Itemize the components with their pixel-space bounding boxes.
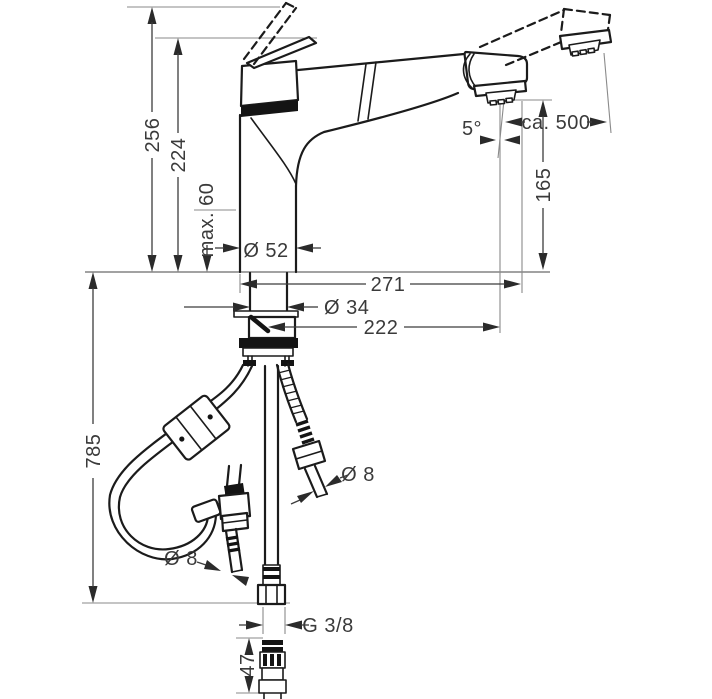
dim-dia-34: Ø 34 bbox=[324, 297, 369, 319]
dim-47: 47 bbox=[237, 653, 259, 676]
dim-5-deg: 5° bbox=[462, 118, 482, 140]
dim-dia-8-left: Ø 8 bbox=[164, 548, 198, 570]
mounting-hardware bbox=[233, 271, 299, 367]
dimension-lines bbox=[88, 7, 607, 693]
clamp-nut bbox=[243, 360, 256, 366]
hose-weight bbox=[162, 394, 231, 461]
dim-g-38: G 3/8 bbox=[302, 615, 353, 637]
supply-hose-right bbox=[275, 362, 329, 499]
dim-ca-500: ca. 500 bbox=[521, 112, 590, 134]
handle-ring bbox=[241, 100, 298, 117]
hose-union-nut bbox=[256, 583, 287, 606]
clamp-bracket bbox=[242, 347, 294, 357]
gasket bbox=[239, 338, 298, 348]
dim-256: 256 bbox=[142, 118, 164, 153]
faucet-body bbox=[238, 35, 529, 274]
dim-224: 224 bbox=[168, 138, 190, 173]
g38-connector bbox=[258, 640, 287, 699]
dim-271: 271 bbox=[371, 274, 406, 296]
dim-785: 785 bbox=[83, 434, 105, 469]
dim-max-60: max. 60 bbox=[196, 183, 218, 258]
dim-dia-8-right: Ø 8 bbox=[341, 464, 375, 486]
dim-dia-52: Ø 52 bbox=[243, 240, 288, 262]
hose-loop bbox=[108, 363, 254, 574]
lever-handle bbox=[245, 35, 318, 70]
dimension-labels: 256 224 max. 60 785 Ø 52 271 Ø 34 222 5°… bbox=[83, 112, 590, 677]
lever-raised-dashed bbox=[242, 1, 288, 61]
dashed-positions bbox=[242, 1, 613, 67]
clamp-nut bbox=[281, 360, 294, 366]
dim-165: 165 bbox=[533, 168, 555, 203]
hoses bbox=[108, 362, 329, 699]
handle-housing bbox=[239, 59, 300, 108]
dim-222: 222 bbox=[364, 317, 399, 339]
extension-lines bbox=[82, 6, 612, 694]
pullout-path-dashed bbox=[478, 8, 566, 49]
